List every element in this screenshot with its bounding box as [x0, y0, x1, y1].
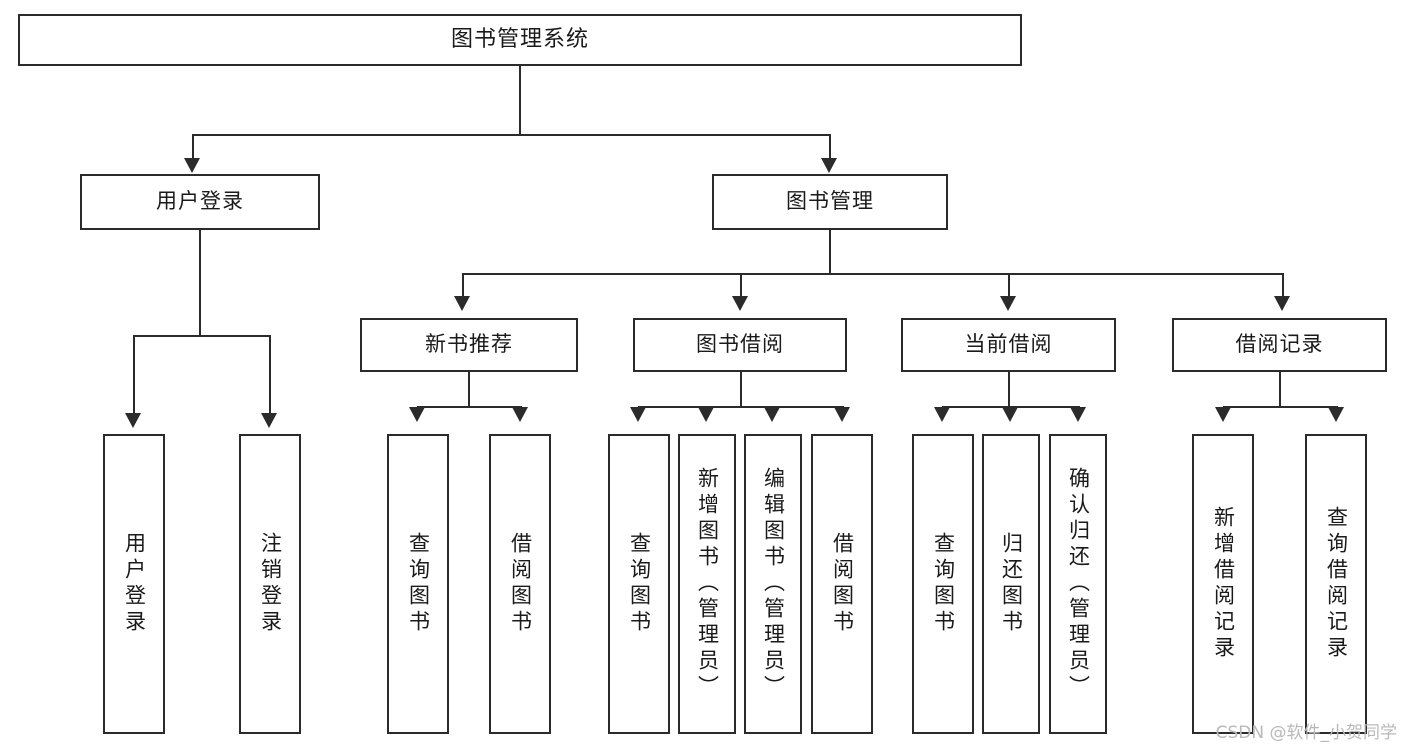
node-user-login[interactable]: 用户登录 — [80, 174, 320, 230]
arrowhead-user-login — [184, 158, 200, 173]
leaf-query-book-a-label: 查询图书 — [406, 532, 431, 636]
leaf-borrow-book-b-label: 借阅图书 — [830, 532, 855, 636]
connector-book-manage-stem — [829, 230, 831, 273]
arrowhead-new-book-rec — [454, 296, 470, 311]
arrowhead-br-leaf2 — [1328, 407, 1344, 422]
connector-root-to-user-login — [192, 134, 194, 160]
node-book-manage-label: 图书管理 — [786, 189, 874, 214]
arrowhead-cb-leaf1 — [934, 407, 950, 422]
connector-book-borrow-stem — [740, 372, 742, 406]
connector-book-manage-bus — [462, 273, 1282, 275]
node-root-label: 图书管理系统 — [450, 26, 589, 52]
node-book-borrow[interactable]: 图书借阅 — [633, 318, 847, 372]
leaf-add-book-admin[interactable]: 新增图书（管理员） — [678, 434, 736, 734]
leaf-query-record[interactable]: 查询借阅记录 — [1305, 434, 1367, 734]
connector-current-borrow-stem — [1008, 372, 1010, 406]
connector-root-stem — [519, 66, 521, 134]
leaf-query-book-c-label: 查询图书 — [931, 532, 956, 636]
leaf-borrow-book-a[interactable]: 借阅图书 — [489, 434, 551, 734]
leaf-confirm-return-admin-label: 确认归还（管理员） — [1066, 467, 1091, 701]
leaf-return-book-label: 归还图书 — [999, 532, 1024, 636]
arrowhead-leaf-user-login — [125, 413, 141, 428]
connector-user-login-bus — [133, 335, 269, 337]
arrowhead-nb-leaf1 — [409, 407, 425, 422]
arrowhead-cb-leaf2 — [1002, 407, 1018, 422]
connector-borrow-record-bus — [1223, 406, 1336, 408]
node-current-borrow[interactable]: 当前借阅 — [901, 318, 1116, 372]
arrowhead-book-borrow — [732, 296, 748, 311]
arrowhead-borrow-record — [1274, 296, 1290, 311]
node-borrow-record-label: 借阅记录 — [1235, 332, 1324, 357]
arrowhead-nb-leaf2 — [512, 407, 528, 422]
connector-user-login-to-leaf2 — [269, 335, 271, 415]
arrowhead-bb-leaf3 — [764, 407, 780, 422]
leaf-add-record[interactable]: 新增借阅记录 — [1192, 434, 1254, 734]
leaf-query-book-b-label: 查询图书 — [627, 532, 652, 636]
leaf-user-login-label: 用户登录 — [122, 532, 147, 636]
node-book-borrow-label: 图书借阅 — [696, 332, 784, 357]
connector-user-login-stem — [199, 230, 201, 335]
connector-new-book-bus — [417, 406, 520, 408]
connector-bm-to-current-borrow — [1008, 273, 1010, 298]
connector-bm-to-borrow-record — [1282, 273, 1284, 298]
arrowhead-leaf-logout — [261, 413, 277, 428]
connector-new-book-stem — [468, 372, 470, 406]
leaf-add-book-admin-label: 新增图书（管理员） — [695, 467, 720, 701]
node-borrow-record[interactable]: 借阅记录 — [1172, 318, 1387, 372]
arrowhead-br-leaf1 — [1215, 407, 1231, 422]
connector-root-to-book-manage — [829, 134, 831, 160]
arrowhead-bb-leaf2 — [698, 407, 714, 422]
leaf-logout-label: 注销登录 — [258, 532, 283, 636]
leaf-borrow-book-b[interactable]: 借阅图书 — [811, 434, 873, 734]
connector-root-bus — [192, 134, 830, 136]
node-current-borrow-label: 当前借阅 — [964, 332, 1053, 357]
connector-bm-to-new-book — [462, 273, 464, 298]
connector-user-login-to-leaf1 — [133, 335, 135, 415]
connector-bm-to-book-borrow — [740, 273, 742, 298]
leaf-edit-book-admin-label: 编辑图书（管理员） — [761, 467, 786, 701]
leaf-query-book-c[interactable]: 查询图书 — [912, 434, 974, 734]
arrowhead-current-borrow — [1000, 296, 1016, 311]
leaf-query-record-label: 查询借阅记录 — [1324, 506, 1349, 662]
leaf-add-record-label: 新增借阅记录 — [1211, 506, 1236, 662]
arrowhead-cb-leaf3 — [1070, 407, 1086, 422]
connector-borrow-record-stem — [1279, 372, 1281, 406]
connector-book-borrow-bus — [638, 406, 842, 408]
arrowhead-bb-leaf4 — [834, 407, 850, 422]
node-book-manage[interactable]: 图书管理 — [712, 174, 948, 230]
node-user-login-label: 用户登录 — [156, 189, 244, 214]
watermark-text: CSDN @软件_小贺同学 — [1215, 723, 1397, 743]
leaf-query-book-b[interactable]: 查询图书 — [608, 434, 670, 734]
leaf-query-book-a[interactable]: 查询图书 — [387, 434, 449, 734]
node-new-book-rec-label: 新书推荐 — [425, 332, 513, 357]
leaf-borrow-book-a-label: 借阅图书 — [508, 532, 533, 636]
leaf-edit-book-admin[interactable]: 编辑图书（管理员） — [744, 434, 802, 734]
leaf-return-book[interactable]: 归还图书 — [982, 434, 1040, 734]
node-root[interactable]: 图书管理系统 — [18, 14, 1022, 66]
node-new-book-rec[interactable]: 新书推荐 — [360, 318, 578, 372]
arrowhead-book-manage — [821, 158, 837, 173]
arrowhead-bb-leaf1 — [630, 407, 646, 422]
leaf-user-login[interactable]: 用户登录 — [103, 434, 165, 734]
leaf-confirm-return-admin[interactable]: 确认归还（管理员） — [1049, 434, 1107, 734]
leaf-logout[interactable]: 注销登录 — [239, 434, 301, 734]
